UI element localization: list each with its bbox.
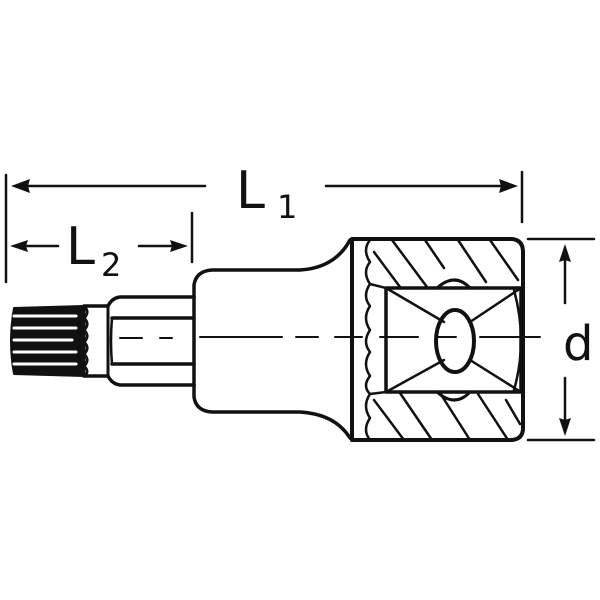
detent-hole [434, 308, 476, 374]
l1-arrowhead-right-icon [499, 179, 518, 193]
label-l1-subscript: 1 [277, 188, 297, 226]
label-l1-letter: L [236, 161, 265, 221]
d-arrowhead-top-icon [559, 244, 571, 262]
hatching-top [372, 238, 520, 289]
socket-neck [192, 238, 352, 440]
l1-arrowhead-left-icon [11, 179, 30, 193]
hex-shank [106, 295, 196, 387]
dimension-l1 [4, 170, 524, 284]
socket-head [350, 237, 525, 442]
d-arrowhead-bottom-icon [559, 418, 571, 436]
l2-arrowhead-left-icon [10, 240, 28, 252]
label-l2-subscript: 2 [101, 246, 121, 284]
hatching-bottom [372, 391, 522, 442]
l2-arrowhead-right-icon [170, 240, 188, 252]
label-d: d [563, 316, 593, 372]
square-drive-recess [384, 286, 523, 394]
center-line [119, 336, 541, 339]
spline-grooves [12, 314, 78, 366]
dimension-d [526, 237, 596, 442]
spline-tip [10, 304, 110, 378]
label-l2-letter: L [66, 217, 95, 277]
